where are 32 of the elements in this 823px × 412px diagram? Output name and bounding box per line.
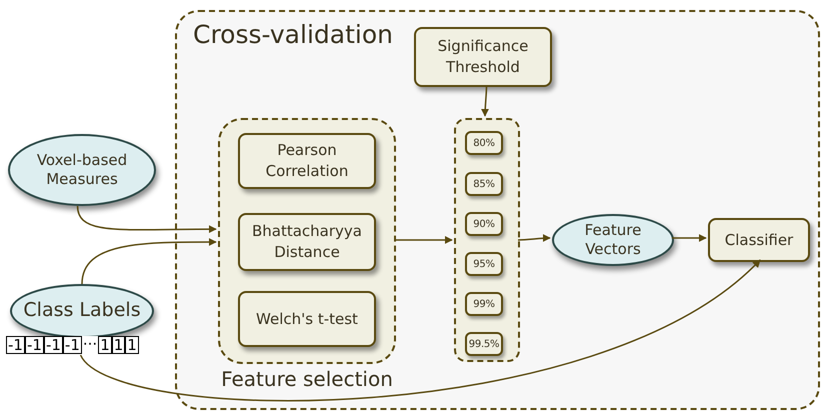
arrow: [80, 259, 761, 402]
ellipse-node: Voxel-based Measures: [8, 134, 156, 206]
label-cell: -1: [44, 336, 63, 354]
group-title: Feature selection: [220, 366, 394, 393]
process-box: Welch's t-test: [238, 291, 376, 347]
label-cell: -1: [62, 336, 82, 354]
threshold-box: 99%: [465, 292, 503, 316]
dashed-container: [175, 10, 820, 410]
arrow: [81, 238, 217, 284]
label-cell: 1: [125, 336, 139, 354]
process-box: Classifier: [708, 218, 810, 262]
threshold-box: 99.5%: [465, 332, 503, 356]
process-box: Pearson Correlation: [238, 133, 376, 189]
label-cell: 1: [112, 336, 126, 354]
arrow: [518, 234, 551, 242]
arrow: [76, 206, 217, 234]
threshold-box: 85%: [465, 172, 503, 196]
ellipse-node: Feature Vectors: [552, 214, 674, 266]
container-title: Cross-validation: [193, 19, 393, 51]
process-box: Bhattacharyya Distance: [238, 213, 376, 271]
threshold-box: 95%: [465, 252, 503, 276]
arrow: [394, 236, 453, 244]
arrow: [481, 84, 490, 117]
label-cell: -1: [6, 336, 25, 354]
process-box: Significance Threshold: [414, 27, 552, 87]
dashed-group-box: [454, 118, 520, 362]
ellipse-node: Class Labels: [10, 284, 154, 338]
threshold-box: 80%: [465, 131, 503, 155]
label-cell: 1: [98, 336, 112, 354]
arrow: [672, 234, 707, 242]
threshold-box: 90%: [465, 212, 503, 236]
label-cell: -1: [24, 336, 44, 354]
